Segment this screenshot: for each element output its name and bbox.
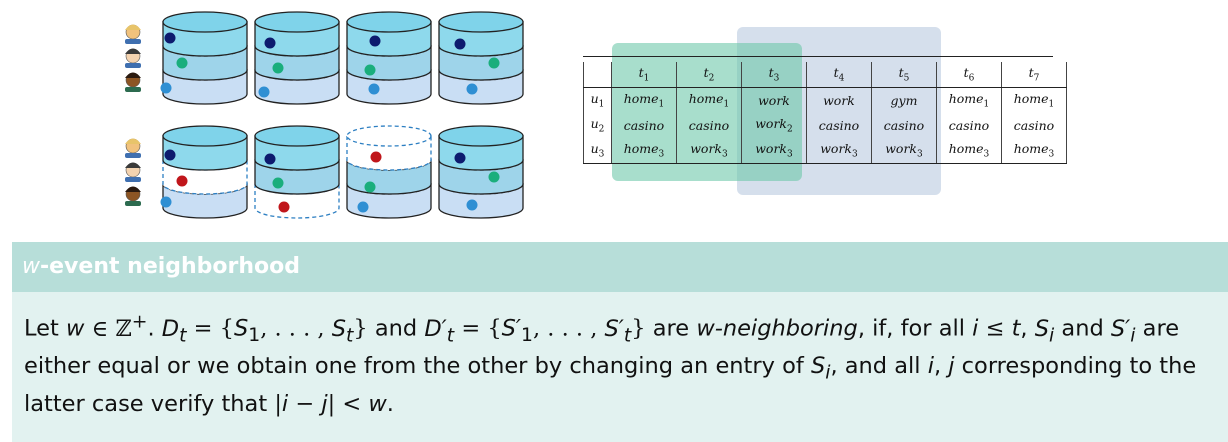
navy-dot: [164, 149, 176, 161]
green-dot: [272, 177, 284, 189]
green-dot: [488, 57, 500, 69]
navy-dot: [264, 37, 276, 49]
time-header: t4: [806, 62, 872, 88]
blue-dot: [466, 199, 478, 211]
green-dot: [364, 181, 376, 193]
user-label: u3: [583, 138, 612, 164]
definition-title: w-event neighborhood: [12, 242, 1228, 292]
database-cylinders-illustration: [125, 11, 524, 219]
table-cell: work: [806, 87, 872, 113]
cylinder-disk: [346, 125, 432, 147]
hair-icon: [125, 162, 141, 168]
hair-icon: [125, 24, 141, 30]
shirt-icon: [125, 63, 141, 68]
shirt-icon: [125, 201, 141, 206]
table-cell: casino: [676, 113, 742, 138]
cylinder-disk: [254, 11, 340, 33]
figure: t1 t2 t3 t4 t5 t6 t7 u1 home1 home1 work…: [125, 11, 1067, 219]
cylinder-disk: [438, 125, 524, 147]
cylinder-disk: [346, 11, 432, 33]
table-cell: casino: [936, 113, 1002, 138]
table-header-row: t1 t2 t3 t4 t5 t6 t7: [583, 62, 1067, 88]
definition-box: w-event neighborhood Let w ∈ ℤ+. Dt = {S…: [12, 242, 1228, 442]
table-row: u3 home3 work3 work3 work3 work3 home3 h…: [583, 138, 1067, 164]
hair-icon: [125, 48, 141, 54]
red-dot: [370, 151, 382, 163]
red-dot: [176, 175, 188, 187]
time-header: t6: [936, 62, 1002, 88]
table-cell: work2: [741, 113, 807, 138]
blue-dot: [258, 86, 270, 98]
cylinder-disk: [162, 11, 248, 33]
table-cell: casino: [806, 113, 872, 138]
blue-dot: [357, 201, 369, 213]
shirt-icon: [125, 39, 141, 44]
event-table: t1 t2 t3 t4 t5 t6 t7 u1 home1 home1 work…: [583, 62, 1067, 164]
blue-dot: [368, 83, 380, 95]
blue-dot: [160, 196, 172, 208]
table-cell: home1: [676, 87, 742, 113]
table-cell: work3: [871, 138, 937, 164]
time-header: t1: [611, 62, 677, 88]
table-cell: casino: [871, 113, 937, 138]
cylinder-disk: [438, 11, 524, 33]
red-dot: [278, 201, 290, 213]
user-label: u2: [583, 113, 612, 138]
table-row: u2 casino casino work2 casino casino cas…: [583, 113, 1067, 138]
definition-text: Let w ∈ ℤ+. Dt = {S1, . . . , St} and D′…: [12, 292, 1228, 442]
cylinder-disk: [254, 125, 340, 147]
green-dot: [176, 57, 188, 69]
shirt-icon: [125, 87, 141, 92]
blue-dot: [160, 82, 172, 94]
table-cell: home1: [1001, 87, 1067, 113]
blue-dot: [466, 83, 478, 95]
navy-dot: [369, 35, 381, 47]
hair-icon: [125, 138, 141, 144]
green-dot: [272, 62, 284, 74]
time-header: t5: [871, 62, 937, 88]
table-row: u1 home1 home1 work work gym home1 home1: [583, 87, 1067, 113]
shirt-icon: [125, 153, 141, 158]
time-header: t7: [1001, 62, 1067, 88]
table-top-rule: [583, 56, 1053, 57]
table-cell: work: [741, 87, 807, 113]
table-cell: home3: [1001, 138, 1067, 164]
time-header: t2: [676, 62, 742, 88]
table-cell: home3: [611, 138, 677, 164]
table-cell: home3: [936, 138, 1002, 164]
navy-dot: [264, 153, 276, 165]
table-cell: gym: [871, 87, 937, 113]
time-header: t3: [741, 62, 807, 88]
table-cell: work3: [676, 138, 742, 164]
hair-icon: [125, 72, 141, 78]
table-cell: casino: [611, 113, 677, 138]
user-label: u1: [583, 87, 612, 113]
table-bottom-rule: [583, 163, 1053, 164]
hair-icon: [125, 186, 141, 192]
table-cell: work3: [741, 138, 807, 164]
navy-dot: [454, 152, 466, 164]
table-cell: home1: [936, 87, 1002, 113]
navy-dot: [164, 32, 176, 44]
cylinder-disk: [162, 125, 248, 147]
shirt-icon: [125, 177, 141, 182]
green-dot: [488, 171, 500, 183]
navy-dot: [454, 38, 466, 50]
table-cell: home1: [611, 87, 677, 113]
table-cell: work3: [806, 138, 872, 164]
green-dot: [364, 64, 376, 76]
table-cell: casino: [1001, 113, 1067, 138]
